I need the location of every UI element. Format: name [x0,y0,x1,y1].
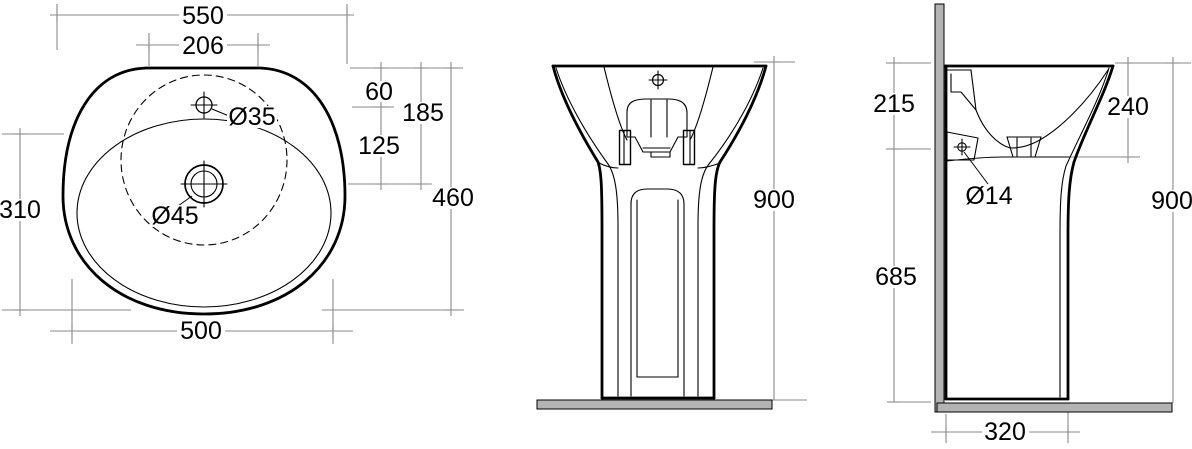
basin-inner-bowl-outline [76,118,332,308]
dim-drain-diameter: Ø45 [151,202,198,230]
basin-hidden-contour [120,74,288,246]
drain-hole-icon [177,160,228,208]
dim-rim-to-fixing-hole: 215 [873,90,915,118]
dim-bottom-width: 500 [180,317,222,345]
dim-front-overall-height: 900 [753,186,795,214]
floor-slab [536,399,773,410]
side-view: 215 240 Ø14 685 900 320 [873,3,1192,446]
dim-overall-width: 550 [182,2,224,30]
dim-front-depth: 310 [0,196,41,224]
wall [934,3,945,413]
front-view-interior-lines [555,66,764,397]
front-view-dimension-lines [754,56,807,401]
front-view: 900 [536,56,807,410]
side-profile-outline [943,64,1115,401]
dim-side-overall-height: 900 [1151,187,1192,215]
fixing-bracket [946,131,989,185]
basin-rim-outline [61,66,347,316]
dim-rim-to-center: 185 [402,99,444,127]
dim-tap-platform-width: 206 [182,32,224,60]
side-view-interior-lines [945,67,1110,398]
top-view: 550 206 Ø35 60 185 125 460 310 Ø45 500 [0,2,475,345]
dim-rim-to-tap-hole: 60 [365,78,393,106]
dim-tap-to-drain: 125 [358,132,400,160]
tap-hole-icon-front [648,70,668,90]
dim-tap-hole-diameter: Ø35 [228,103,275,131]
dim-base-depth: 320 [984,418,1026,446]
fixing-hole-icon [953,138,971,156]
top-view-dimension-lines [2,4,464,344]
pedestal-basin-outline [551,64,768,400]
dim-fixing-hole-diameter: Ø14 [965,182,1012,210]
dim-bowl-depth: 240 [1107,93,1149,121]
dim-fixing-hole-to-floor: 685 [875,263,917,291]
dim-overall-depth: 460 [432,184,474,212]
floor-slab-side [936,402,1173,413]
tap-hole-icon [190,91,230,119]
